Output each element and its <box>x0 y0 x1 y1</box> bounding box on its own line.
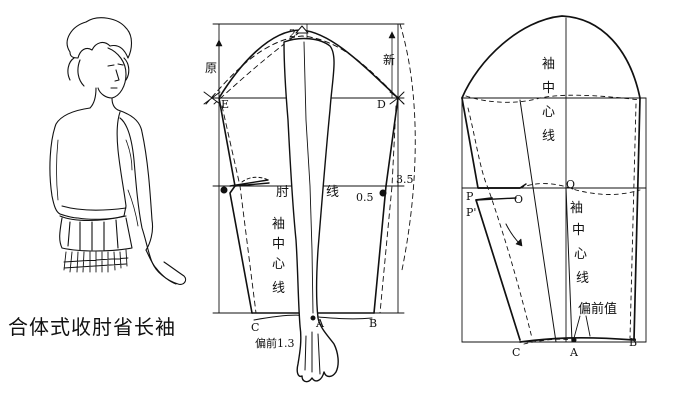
rotation-arrow <box>505 223 521 245</box>
blouse-body <box>49 107 154 251</box>
offset-label: 偏前1.3 <box>255 336 295 350</box>
waist-band <box>59 205 127 221</box>
right-dart-lower <box>475 197 517 201</box>
eyes <box>107 63 124 67</box>
offset-leader <box>573 315 591 339</box>
right-sleeve-centerline <box>519 99 557 343</box>
marker-triangle-E <box>203 91 221 105</box>
sleeve-right-seam <box>373 97 399 314</box>
right-lower-label-3: 心 <box>574 247 587 262</box>
right-dashed-elbow <box>519 183 641 195</box>
label-new: 新 <box>383 52 395 67</box>
right-centerline-lower <box>565 187 573 343</box>
peplum <box>59 217 133 252</box>
nose-mouth <box>110 69 120 89</box>
right-labels: 袖 中 心 线 袖 中 心 线 P P' O Q 偏前值 C A B <box>466 57 637 359</box>
right-sleeve-cap <box>461 15 641 99</box>
marker-triangle-D <box>389 91 405 105</box>
center-line-label-4: 线 <box>272 281 285 296</box>
right-point-B-label: B <box>629 336 637 349</box>
right-point-A-label: A <box>569 346 579 359</box>
outer-dashed-arc-left <box>213 31 301 105</box>
right-dashed-hem <box>523 338 573 345</box>
right-sleeve-back-seam <box>461 97 521 341</box>
neck <box>89 87 119 111</box>
right-cap-dashed <box>465 94 641 103</box>
offset-value-label: 偏前值 <box>578 301 617 317</box>
right-lower-label-2: 中 <box>572 223 585 238</box>
point-C-label: C <box>251 321 259 334</box>
right-point-A-dot <box>571 337 577 343</box>
center-line-label-2: 中 <box>272 237 285 252</box>
right-upper-label-2: 中 <box>542 81 555 96</box>
point-B-label: B <box>369 317 377 330</box>
dim-arrow-top <box>215 39 223 47</box>
right-upper-label-4: 线 <box>542 129 555 144</box>
sleeve-folds <box>56 139 139 227</box>
right-sleeve-draft <box>461 15 647 345</box>
dim-arrow-new <box>388 31 396 39</box>
point-D-label: D <box>377 98 386 111</box>
dim-3-5-label: 3.5 <box>396 173 414 186</box>
woman-illustration <box>49 17 187 285</box>
marker-triangle-top <box>295 25 309 34</box>
point-2-label: 2 <box>289 27 296 40</box>
point-P-label: P <box>466 190 474 203</box>
outer-dashed-arc-right <box>399 23 416 271</box>
center-line-label-3: 心 <box>272 257 285 272</box>
point-A-label: A <box>315 317 325 330</box>
skirt-hatching <box>63 249 129 273</box>
elbow-dart <box>229 179 270 187</box>
elbow-label-left: 肘 <box>276 185 289 200</box>
right-sleeve-front-seam <box>633 97 641 341</box>
sleeve-sketch <box>119 117 177 285</box>
middle-sleeve-draft <box>203 23 416 383</box>
right-lower-label-4: 线 <box>576 271 589 286</box>
sleeve-left-seam <box>218 97 253 314</box>
elbow-dart-curve <box>241 176 269 183</box>
right-upper-label-1: 袖 <box>542 57 555 72</box>
right-dashed-front <box>629 103 637 339</box>
hair-sketch <box>66 17 133 87</box>
right-dart-upper <box>477 183 527 189</box>
figure-caption: 合体式收肘省长袖 <box>8 315 176 339</box>
inner-dashed-right <box>379 105 397 314</box>
blouse-front <box>59 111 127 220</box>
right-point-C-label: C <box>512 346 520 359</box>
point-A-dot <box>310 315 316 321</box>
middle-labels: 原 新 2 E D 肘 线 袖 中 心 线 3.5 0.5 C A B 偏前1.… <box>205 27 414 350</box>
label-original: 原 <box>205 61 217 75</box>
elbow-point-right <box>379 189 387 197</box>
rotation-arrow-head <box>515 238 523 247</box>
point-Q-label: Q <box>566 178 575 191</box>
point-P-prime-label: P' <box>466 206 476 219</box>
right-dashed-back <box>467 107 533 339</box>
right-lower-label-1: 袖 <box>570 201 583 216</box>
right-sleeve-hem <box>519 336 635 343</box>
center-line-label-1: 袖 <box>272 217 285 232</box>
inner-dashed-left <box>221 105 257 314</box>
arm-fingers <box>304 331 321 375</box>
right-upper-label-3: 心 <box>542 105 555 120</box>
dim-0-5-label: 0.5 <box>356 191 374 204</box>
elbow-label-right: 线 <box>326 185 339 200</box>
point-E-label: E <box>221 98 229 111</box>
sleeve-cap-dashed <box>205 35 405 105</box>
face-sketch <box>97 47 127 99</box>
hand-sketch <box>151 261 187 285</box>
point-O-label: O <box>514 193 523 206</box>
arm-center-line <box>303 41 314 314</box>
elbow-point-left <box>220 186 228 194</box>
